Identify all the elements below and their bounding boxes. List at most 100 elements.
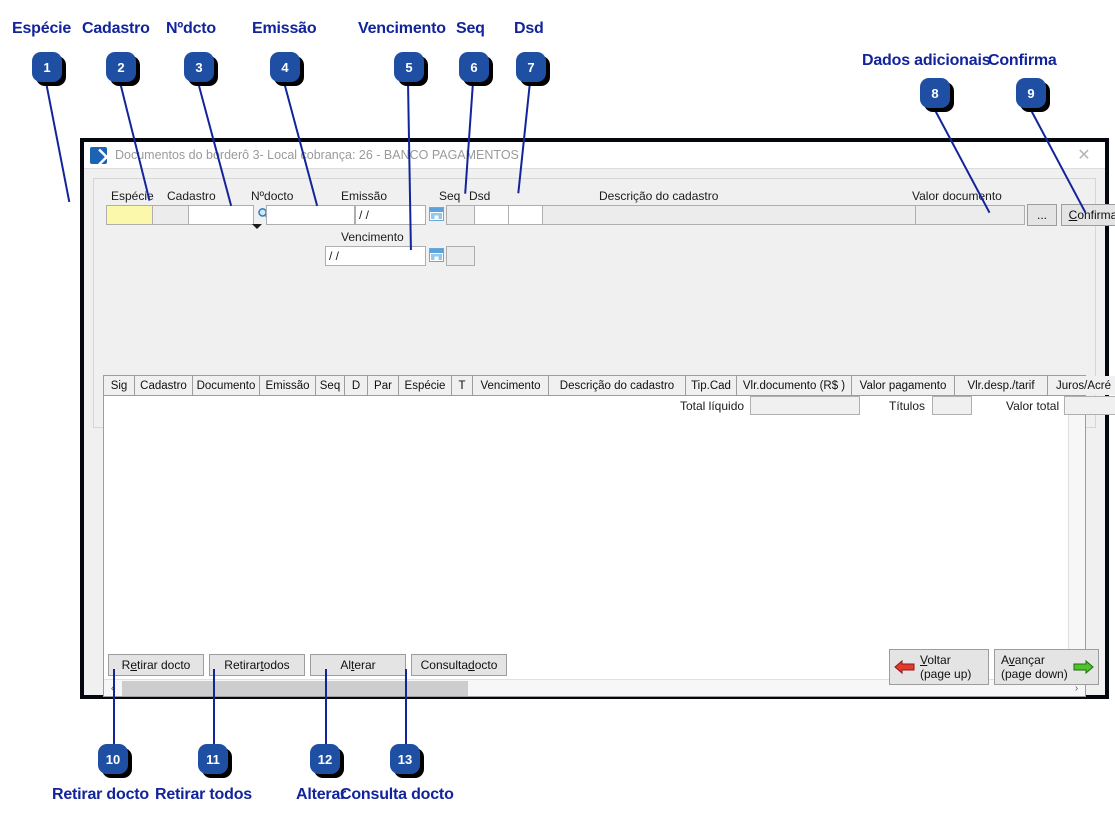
label-descricao-cadastro: Descrição do cadastro bbox=[599, 189, 719, 203]
grid-column-header[interactable]: Descrição do cadastro bbox=[549, 376, 686, 395]
numero-docto-input[interactable] bbox=[266, 205, 355, 225]
grid-column-header[interactable]: Valor pagamento bbox=[852, 376, 955, 395]
alterar-pre: Al bbox=[340, 658, 351, 672]
especie-description bbox=[152, 205, 189, 225]
voltar-text: Voltar (page up) bbox=[920, 653, 971, 681]
grid-column-header[interactable]: Documento bbox=[193, 376, 260, 395]
callout-label-2: Cadastro bbox=[82, 20, 150, 37]
calendar-icon-vencimento[interactable] bbox=[429, 248, 444, 262]
voltar-rest: oltar bbox=[927, 653, 951, 667]
especie-input[interactable] bbox=[106, 205, 153, 225]
scroll-right-icon[interactable]: › bbox=[1074, 683, 1079, 694]
documents-dialog-window: Documentos do borderô 3- Local cobrança:… bbox=[80, 138, 1115, 699]
label-total-liquido: Total líquido bbox=[680, 399, 745, 413]
dsd-second-input[interactable] bbox=[508, 205, 543, 225]
callout-leader-11 bbox=[213, 669, 215, 744]
dados-adicionais-button[interactable]: ... bbox=[1027, 204, 1057, 226]
callout-label-5: Vencimento bbox=[358, 20, 446, 37]
grid-column-header[interactable]: Seq bbox=[316, 376, 345, 395]
grid-column-header[interactable]: T bbox=[452, 376, 473, 395]
close-icon[interactable]: ✕ bbox=[1077, 147, 1091, 164]
seq-readonly bbox=[446, 205, 475, 225]
callout-badge-13: 13 bbox=[390, 744, 420, 774]
grid-vertical-scrollbar[interactable]: ⌃ ⌄ bbox=[1068, 396, 1085, 679]
voltar-button[interactable]: Voltar (page up) bbox=[889, 649, 989, 685]
app-shortcut-icon bbox=[90, 146, 107, 164]
callout-label-12: Alterar bbox=[296, 786, 347, 803]
avancar-accel: v bbox=[1008, 653, 1015, 667]
callout-leader-10 bbox=[113, 669, 115, 744]
consulta-docto-accel: d bbox=[468, 658, 475, 672]
consulta-docto-post: octo bbox=[474, 658, 498, 672]
avancar-button[interactable]: Avançar (page down) bbox=[994, 649, 1099, 685]
descricao-cadastro-field bbox=[542, 205, 916, 225]
arrow-left-icon bbox=[894, 659, 916, 675]
grid-column-header[interactable]: Cadastro bbox=[135, 376, 193, 395]
callout-leader-12 bbox=[325, 669, 327, 744]
callout-label-6: Seq bbox=[456, 20, 485, 37]
dsd-input[interactable] bbox=[474, 205, 509, 225]
hscroll-thumb[interactable] bbox=[122, 681, 468, 696]
grid-horizontal-scrollbar[interactable]: ‹ › bbox=[104, 679, 1085, 696]
grid-column-header[interactable]: Tip.Cad bbox=[686, 376, 737, 395]
grid-column-header[interactable]: Espécie bbox=[399, 376, 452, 395]
document-entry-form: Espécie Cadastro Nºdocto Emissão Seq Dsd… bbox=[93, 178, 1115, 697]
vencimento-extra-field bbox=[446, 246, 475, 266]
grid-column-header[interactable]: Sig bbox=[104, 376, 135, 395]
retirar-docto-pre: R bbox=[121, 658, 131, 672]
chevron-down-icon[interactable] bbox=[252, 224, 262, 229]
cadastro-input[interactable] bbox=[188, 205, 254, 225]
confirma-accel: C bbox=[1068, 208, 1078, 222]
grid-column-header[interactable]: Par bbox=[368, 376, 399, 395]
retirar-todos-post: odos bbox=[263, 658, 290, 672]
callout-label-4: Emissão bbox=[252, 20, 317, 37]
vencimento-input[interactable]: / / bbox=[325, 246, 426, 266]
grid-body[interactable] bbox=[104, 396, 1068, 679]
callout-label-8: Dados adicionais bbox=[862, 52, 991, 69]
callout-label-10: Retirar docto bbox=[52, 786, 149, 803]
label-cadastro: Cadastro bbox=[167, 189, 216, 203]
callout-badge-11: 11 bbox=[198, 744, 228, 774]
scroll-left-icon[interactable]: ‹ bbox=[104, 680, 121, 697]
grid-column-header[interactable]: Vencimento bbox=[473, 376, 549, 395]
label-titulos: Títulos bbox=[889, 399, 926, 413]
callout-label-9: Confirma bbox=[988, 52, 1057, 69]
emissao-input[interactable]: / / bbox=[355, 205, 426, 225]
alterar-accel: t bbox=[350, 658, 355, 672]
label-numero-docto: Nºdocto bbox=[251, 189, 294, 203]
calendar-icon[interactable] bbox=[429, 207, 444, 221]
label-dsd: Dsd bbox=[469, 189, 491, 203]
avancar-pre: A bbox=[1001, 653, 1009, 667]
callout-leader-1 bbox=[45, 82, 71, 203]
grid-column-header[interactable]: Emissão bbox=[260, 376, 316, 395]
callout-badge-9: 9 bbox=[1016, 78, 1046, 108]
voltar-accel: V bbox=[920, 653, 928, 667]
callout-badge-1: 1 bbox=[32, 52, 62, 82]
callout-label-11: Retirar todos bbox=[155, 786, 252, 803]
grid-column-header[interactable]: Vlr.desp./tarif bbox=[955, 376, 1048, 395]
callout-badge-2: 2 bbox=[106, 52, 136, 82]
callout-badge-12: 12 bbox=[310, 744, 340, 774]
label-valor-documento: Valor documento bbox=[912, 189, 1002, 203]
callout-badge-7: 7 bbox=[516, 52, 546, 82]
callout-label-7: Dsd bbox=[514, 20, 544, 37]
callout-label-13: Consulta docto bbox=[340, 786, 454, 803]
retirar-docto-post: tirar docto bbox=[137, 658, 191, 672]
callout-badge-3: 3 bbox=[184, 52, 214, 82]
retirar-todos-pre: Retirar bbox=[224, 658, 261, 672]
arrow-right-icon bbox=[1072, 659, 1094, 675]
window-title: Documentos do borderô 3- Local cobrança:… bbox=[115, 148, 519, 162]
callout-label-3: Nºdcto bbox=[166, 20, 216, 37]
grid-column-header[interactable]: Juros/Acré bbox=[1048, 376, 1115, 395]
grid-column-header[interactable]: D bbox=[345, 376, 368, 395]
grid-column-header[interactable]: Vlr.documento (R$ ) bbox=[737, 376, 852, 395]
avancar-text: Avançar (page down) bbox=[1001, 653, 1068, 681]
label-especie: Espécie bbox=[111, 189, 154, 203]
